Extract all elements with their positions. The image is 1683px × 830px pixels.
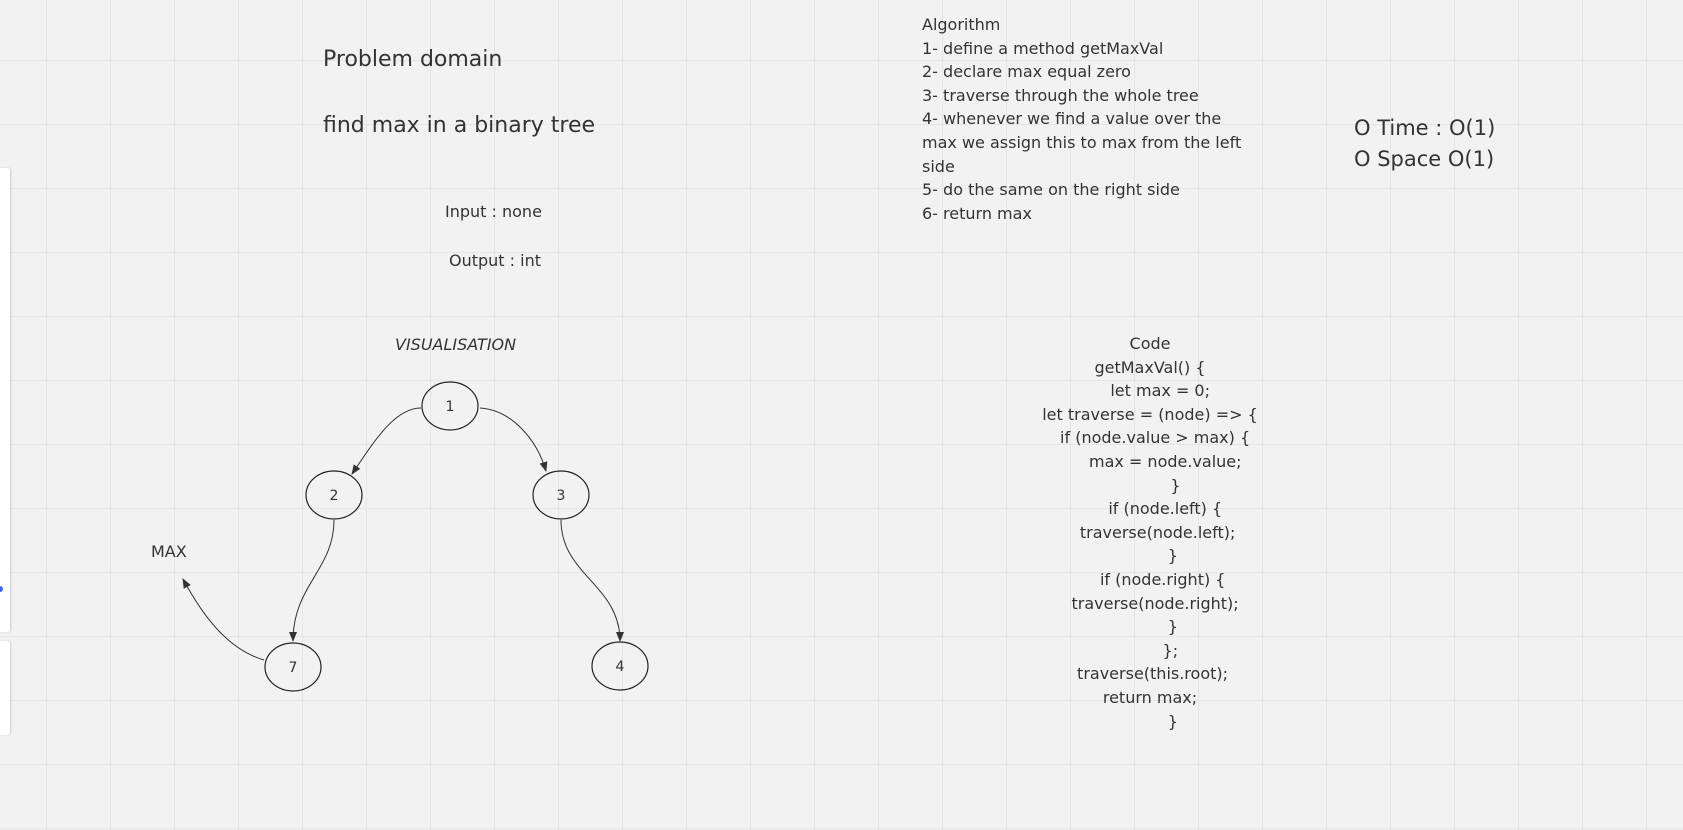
edge-7-to-max[interactable]	[182, 578, 265, 661]
algorithm-step-3: 3- traverse through the whole tree	[922, 85, 1199, 105]
algorithm-step-6: 6- return max	[922, 203, 1032, 223]
visualisation-label[interactable]: VISUALISATION	[395, 335, 517, 354]
edge-3-to-4[interactable]	[560, 519, 624, 642]
code-line: }	[1122, 711, 1178, 731]
code-line: }	[1122, 617, 1178, 637]
code-line: max = node.value;	[1058, 451, 1242, 471]
code-title: Code	[1129, 334, 1171, 353]
tree-node-1[interactable]: 1	[421, 381, 479, 431]
code-line: traverse(node.right);	[1061, 593, 1239, 613]
edge-1-to-3[interactable]	[479, 407, 548, 472]
algorithm-step-5: 5- do the same on the right side	[922, 180, 1180, 200]
tree-node-2-value: 2	[330, 488, 339, 504]
time-complexity: O Time : O(1)	[1354, 116, 1496, 140]
edge-2-to-7[interactable]	[289, 519, 335, 642]
tree-node-3-value: 3	[557, 488, 566, 504]
tree-node-3[interactable]: 3	[532, 470, 590, 520]
output-spec[interactable]: Output : int	[449, 251, 541, 270]
problem-domain-heading[interactable]: Problem domain	[323, 47, 503, 72]
tree-node-2[interactable]: 2	[305, 470, 363, 520]
max-label[interactable]: MAX	[151, 542, 187, 561]
edge-1-to-2[interactable]	[351, 407, 422, 475]
code-line: if (node.right) {	[1074, 569, 1226, 589]
code-line: traverse(node.left);	[1064, 522, 1236, 542]
left-side-panel-top	[0, 168, 10, 632]
code-line: return max;	[1102, 687, 1198, 707]
tree-node-1-value: 1	[446, 399, 455, 415]
complexity-note[interactable]: O Time : O(1) O Space O(1)	[1354, 113, 1495, 175]
algorithm-step-2: 2- declare max equal zero	[922, 62, 1131, 82]
algorithm-step-4: 4- whenever we find a value over the max…	[922, 109, 1242, 176]
tree-node-7-value: 7	[289, 660, 298, 676]
code-line: }	[1119, 475, 1181, 495]
algorithm-note[interactable]: Algorithm 1- define a method getMaxVal 2…	[922, 13, 1242, 225]
problem-statement[interactable]: find max in a binary tree	[323, 113, 596, 138]
algorithm-title: Algorithm	[922, 15, 1001, 34]
algorithm-step-1: 1- define a method getMaxVal	[922, 38, 1164, 58]
input-spec[interactable]: Input : none	[445, 202, 542, 221]
left-side-panel-bottom	[0, 641, 10, 735]
tree-node-4-value: 4	[616, 659, 625, 675]
code-line: let traverse = (node) => {	[1042, 404, 1258, 424]
code-line: if (node.left) {	[1077, 499, 1223, 519]
tree-node-4[interactable]: 4	[591, 641, 649, 691]
code-line: if (node.value > max) {	[1049, 428, 1251, 448]
code-line: let max = 0;	[1090, 381, 1210, 401]
code-line: getMaxVal() {	[1094, 357, 1206, 377]
side-panel-handle-dot[interactable]	[0, 586, 3, 592]
code-line: traverse(this.root);	[1071, 664, 1229, 684]
tree-node-7[interactable]: 7	[264, 642, 322, 692]
code-note[interactable]: Code getMaxVal() { let max = 0; let trav…	[1000, 332, 1300, 733]
code-line: };	[1121, 640, 1179, 660]
space-complexity: O Space O(1)	[1354, 147, 1495, 171]
code-line: }	[1122, 546, 1178, 566]
